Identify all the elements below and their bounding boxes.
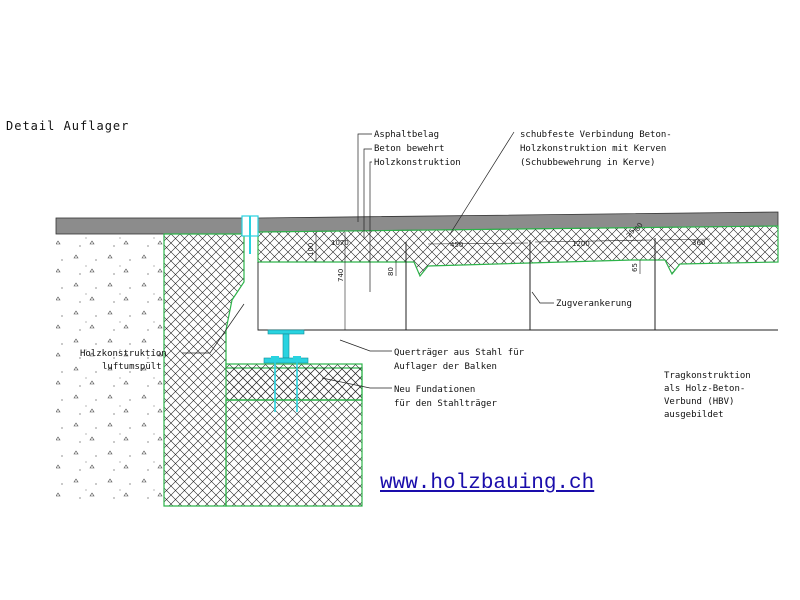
label-timber: Holzkonstruktion (374, 158, 461, 168)
tension-anchors (405, 238, 656, 330)
dim-360: 360 (692, 239, 705, 247)
dim-80b: 80 (633, 221, 645, 233)
label-structure-4: ausgebildet (664, 410, 724, 420)
label-structure-3: Verbund (HBV) (664, 397, 734, 407)
dim-450: 450 (450, 241, 463, 249)
leader-lines (182, 131, 554, 389)
dim-1200: 1200 (572, 240, 590, 248)
dim-25: 25 (625, 227, 637, 239)
label-structure-1: Tragkonstruktion (664, 371, 751, 381)
timber-beam (257, 262, 778, 331)
existing-abutment (56, 234, 164, 506)
label-timber-air-2: luftumspült (102, 362, 162, 372)
dim-100: 100 (307, 243, 315, 256)
foundation-body (225, 399, 363, 507)
website-link[interactable]: www.holzbauing.ch (380, 472, 595, 495)
label-connection-2: Holzkonstruktion mit Kerven (520, 144, 666, 154)
label-tension: Zugverankerung (556, 299, 632, 309)
concrete-deck (257, 225, 779, 278)
label-crossbeam-1: Querträger aus Stahl für (394, 348, 525, 358)
label-foundation-1: Neu Fundationen (394, 385, 475, 395)
dim-740: 740 (337, 269, 345, 282)
label-concrete: Beton bewehrt (374, 144, 444, 154)
label-connection-3: (Schubbewehrung in Kerve) (520, 158, 655, 168)
asphalt-left (55, 217, 243, 235)
dim-1070: 1070 (331, 239, 349, 247)
label-structure-2: als Holz-Beton- (664, 384, 745, 394)
dim-80: 80 (387, 267, 395, 276)
steel-foundation-pad (225, 363, 363, 401)
dim-65: 65 (631, 263, 639, 272)
label-asphalt: Asphaltbelag (374, 130, 439, 140)
drawing-title: Detail Auflager (6, 119, 129, 133)
steel-crossbeam (263, 329, 309, 412)
label-connection-1: schubfeste Verbindung Beton- (520, 130, 672, 140)
label-crossbeam-2: Auflager der Balken (394, 362, 497, 372)
dimension-lines (315, 232, 711, 330)
label-foundation-2: für den Stahlträger (394, 399, 498, 409)
label-timber-air-1: Holzkonstruktion (80, 349, 167, 359)
